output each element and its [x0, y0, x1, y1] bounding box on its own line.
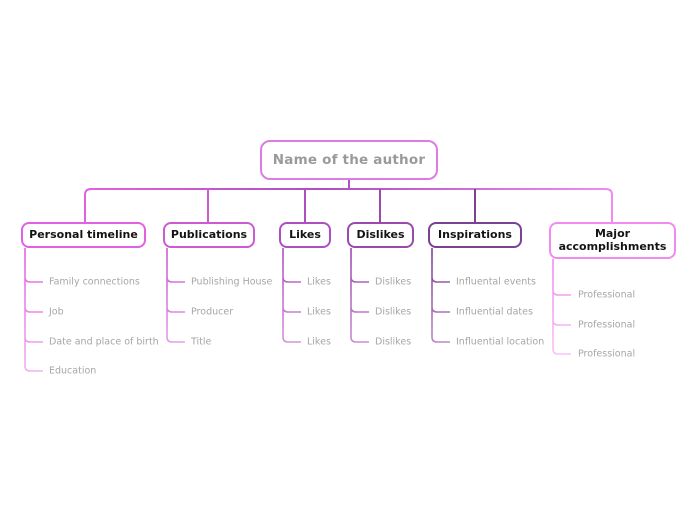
- subtopic-job[interactable]: Job: [49, 306, 64, 318]
- topic-inspirations[interactable]: Inspirations: [428, 222, 522, 248]
- subtopic-education[interactable]: Education: [49, 365, 97, 377]
- subtopic-likes-3[interactable]: Likes: [307, 336, 331, 348]
- connector-children-likes: [282, 248, 301, 343]
- subtopic-likes-1[interactable]: Likes: [307, 276, 331, 288]
- subtopic-likes-2[interactable]: Likes: [307, 306, 331, 318]
- topic-label: Publications: [170, 227, 248, 241]
- subtopic-professional-2[interactable]: Professional: [578, 319, 636, 331]
- topic-publications[interactable]: Publications: [163, 222, 255, 248]
- root-topic-label: Name of the author: [272, 152, 426, 168]
- topic-label: Dislikes: [356, 227, 405, 241]
- subtopic-dislikes-2[interactable]: Dislikes: [375, 306, 412, 318]
- connector-children-inspirations: [431, 248, 450, 343]
- subtopic-dislikes-1[interactable]: Dislikes: [375, 276, 412, 288]
- root-topic[interactable]: Name of the author: [260, 140, 438, 180]
- subtopic-influential-location[interactable]: Influential location: [456, 336, 545, 348]
- subtopic-dislikes-3[interactable]: Dislikes: [375, 336, 412, 348]
- subtopic-publishing-house[interactable]: Publishing House: [191, 276, 273, 288]
- topic-personal-timeline[interactable]: Personal timeline: [21, 222, 146, 248]
- subtopic-producer[interactable]: Producer: [191, 306, 234, 318]
- topic-dislikes[interactable]: Dislikes: [347, 222, 414, 248]
- connector-children-personal-timeline: [24, 248, 43, 372]
- subtopic-professional-3[interactable]: Professional: [578, 348, 636, 360]
- topic-label: Inspirations: [438, 227, 512, 241]
- subtopic-family-connections[interactable]: Family connections: [49, 276, 140, 288]
- connector-children-dislikes: [350, 248, 369, 343]
- topic-major-accomplishments[interactable]: Major accomplishments: [549, 222, 676, 259]
- topic-label: Likes: [289, 227, 321, 241]
- connector-main-horizontal: [84, 188, 613, 222]
- connector-children-major-accomplishments: [552, 259, 571, 355]
- topic-label: Major accomplishments: [558, 226, 667, 253]
- connector-children-publications: [166, 248, 185, 343]
- topic-likes[interactable]: Likes: [279, 222, 331, 248]
- subtopic-influential-dates[interactable]: Influential dates: [456, 306, 533, 318]
- subtopic-influental-events[interactable]: Influental events: [456, 276, 536, 288]
- topic-label: Personal timeline: [29, 227, 138, 241]
- subtopic-title[interactable]: Title: [191, 336, 212, 348]
- subtopic-date-place-of-birth[interactable]: Date and place of birth: [49, 336, 159, 348]
- subtopic-professional-1[interactable]: Professional: [578, 289, 636, 301]
